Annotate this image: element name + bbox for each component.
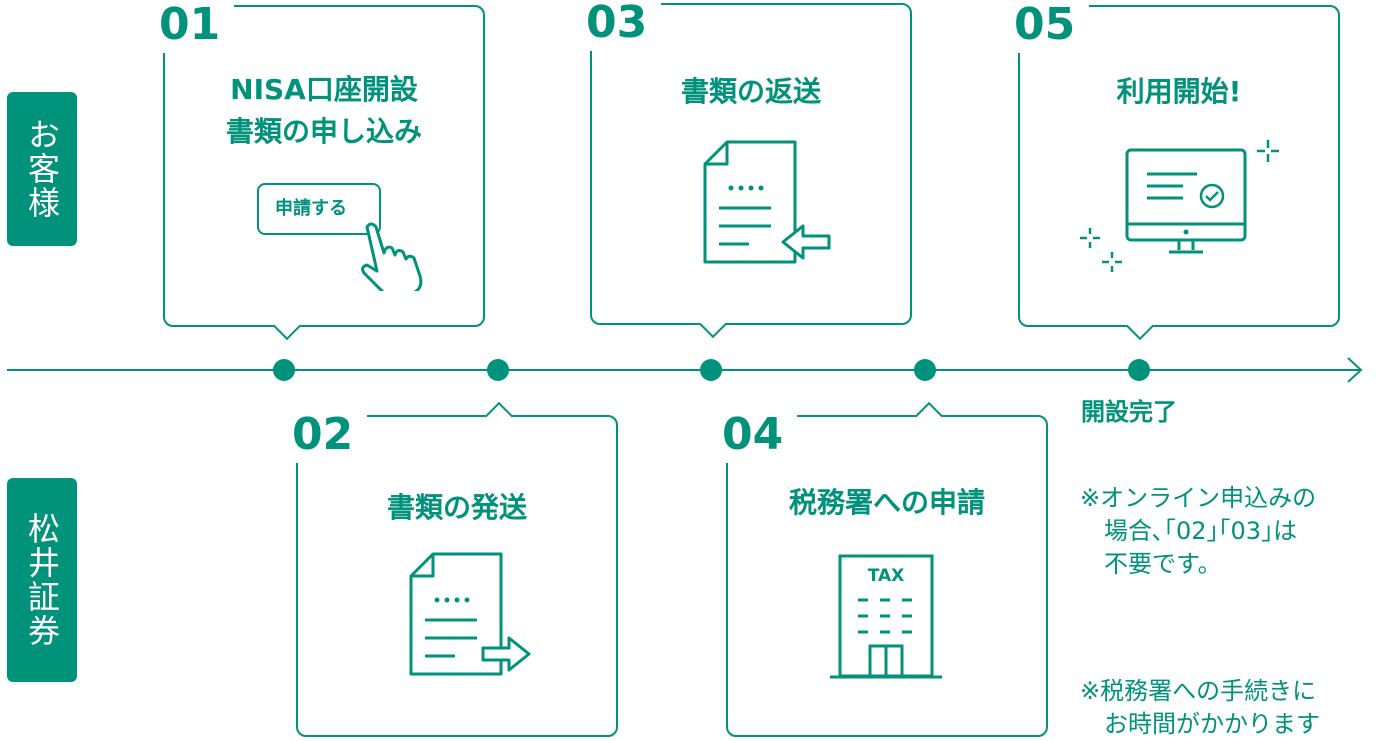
step-number: 05 [1014, 3, 1090, 53]
step-title: NISA口座開設 書類の申し込み [225, 73, 422, 148]
timeline-dot-05 [1128, 359, 1150, 381]
lane-label-broker: 松井証券 [7, 478, 77, 682]
timeline-dot-04 [914, 359, 936, 381]
step-number: 04 [722, 413, 798, 463]
note-online: ※オンライン申込みの 場合､｢02｣｢03｣は 不要です。 [1080, 484, 1317, 578]
timeline-arrow [7, 357, 1363, 383]
card-pointer [484, 401, 514, 431]
step-02-card: 02 書類の発送 [292, 401, 618, 737]
timeline-dot-01 [273, 359, 295, 381]
card-pointer [914, 401, 944, 431]
pointing-hand-icon [361, 222, 423, 291]
tax-office-building-icon [830, 554, 942, 679]
step-title: 税務署への申請 [788, 486, 985, 519]
timeline-dot-02 [487, 359, 509, 381]
completion-label: 開設完了 [1081, 398, 1177, 426]
step-title: 書類の発送 [386, 491, 527, 524]
step-number: 01 [159, 3, 235, 53]
step-05-card: 05 利用開始! [1014, 3, 1340, 341]
step-number: 03 [586, 1, 662, 51]
card-pointer [1125, 311, 1155, 341]
lane-label-customer: お客様 [7, 92, 77, 246]
tax-label: TAX [867, 566, 905, 586]
step-title: 書類の返送 [680, 75, 821, 108]
apply-button-illustration: 申請する [257, 183, 381, 235]
step-01-card: 01 NISA口座開設 書類の申し込み 申請する [159, 3, 485, 341]
step-number: 02 [292, 413, 368, 463]
step-03-card: 03 書類の返送 [586, 1, 912, 339]
step-04-card: 04 税務署への申請 TAX [722, 401, 1048, 737]
monitor-check-icon [1080, 140, 1279, 272]
timeline-dot-03 [700, 359, 722, 381]
document-return-icon [703, 140, 831, 264]
step-title: 利用開始! [1116, 75, 1242, 108]
note-tax-office: ※税務署への手続きに お時間がかかります [1080, 677, 1320, 738]
document-send-icon [409, 552, 531, 676]
card-pointer [698, 309, 728, 339]
card-pointer [272, 311, 302, 341]
